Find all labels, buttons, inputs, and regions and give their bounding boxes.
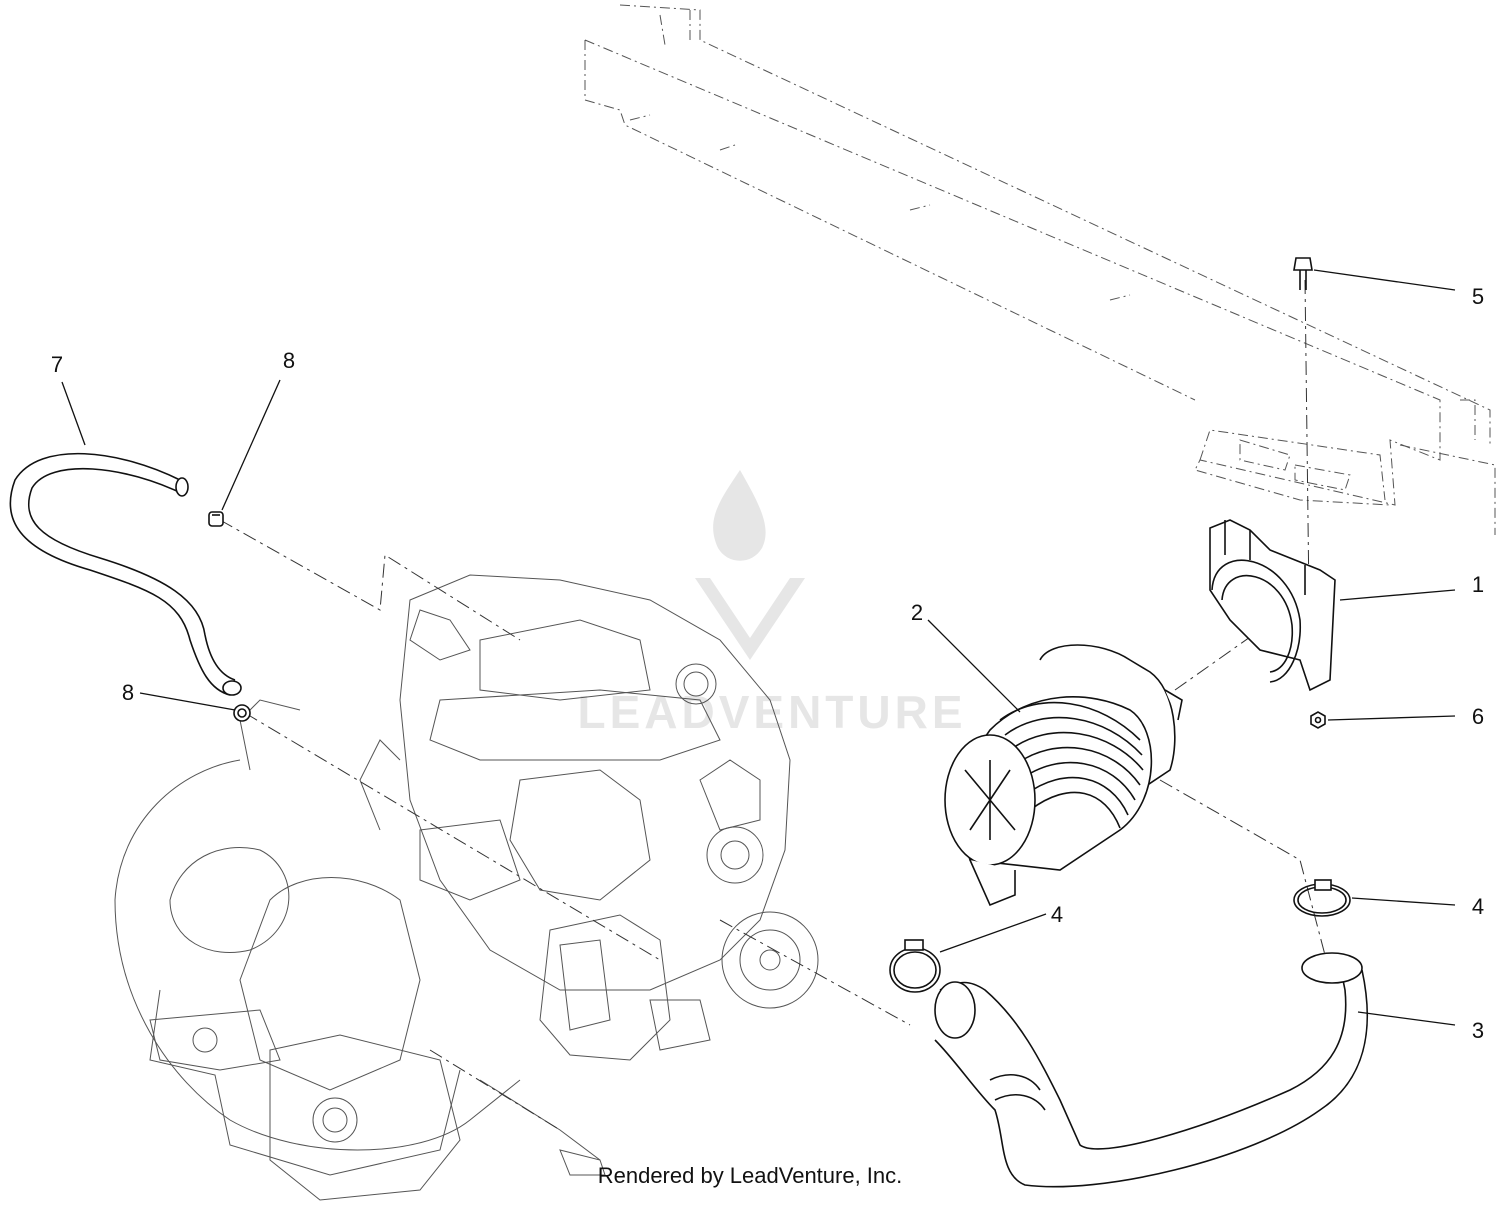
callout-8-upper: 8 <box>283 348 295 373</box>
leader-3 <box>1357 1011 1456 1026</box>
leader-8a <box>221 379 281 511</box>
callout-4-right: 4 <box>1472 894 1484 919</box>
leader-7 <box>61 381 86 446</box>
callout-7: 7 <box>51 352 63 377</box>
leader-5 <box>1313 269 1456 291</box>
callout-2: 2 <box>911 600 923 625</box>
part-4-clamp-lower-left <box>889 939 941 993</box>
leader-1 <box>1339 589 1456 601</box>
part-7-hose <box>9 452 242 696</box>
part-8-clamp-lower <box>233 704 251 722</box>
callout-1: 1 <box>1472 572 1484 597</box>
callout-4-left: 4 <box>1051 902 1063 927</box>
part-2-air-cleaner <box>944 644 1183 907</box>
part-3-intake-hose <box>934 952 1368 1188</box>
leader-8b <box>139 692 236 711</box>
callout-3: 3 <box>1472 1018 1484 1043</box>
callout-labels: 1 2 3 4 4 5 6 7 8 8 <box>51 284 1484 1043</box>
leader-6 <box>1327 715 1456 721</box>
part-4-clamp-right <box>1293 879 1351 917</box>
leader-2 <box>927 619 1021 713</box>
part-5-bolt <box>1293 257 1313 290</box>
part-8-clamp-upper <box>208 511 224 527</box>
callout-5: 5 <box>1472 284 1484 309</box>
engine-assembly <box>114 574 819 1201</box>
callout-8-lower: 8 <box>122 680 134 705</box>
leader-4a <box>939 913 1047 953</box>
callout-6: 6 <box>1472 704 1484 729</box>
leader-4b <box>1351 897 1456 906</box>
frame-rail <box>584 4 1496 535</box>
leadventure-watermark: LEADVENTURE <box>577 470 963 738</box>
leader-lines <box>61 269 1456 1026</box>
part-6-nut <box>1310 711 1326 729</box>
render-credit: Rendered by LeadVenture, Inc. <box>597 1163 903 1188</box>
part-1-band-bracket <box>1209 519 1336 692</box>
